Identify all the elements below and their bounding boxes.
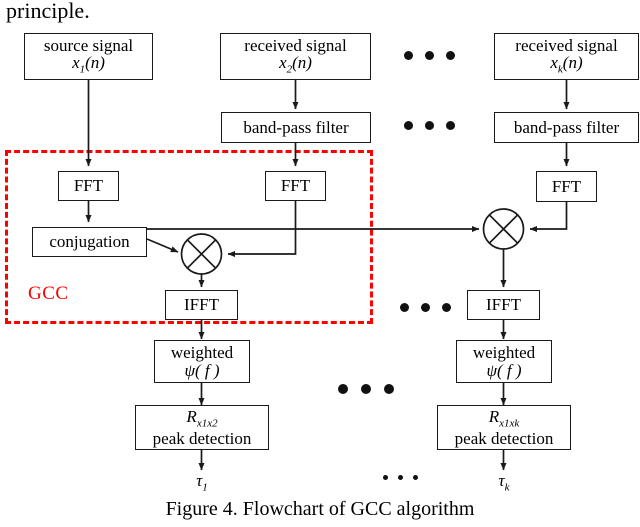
weighting-function-middle: ψ( f ) (184, 360, 220, 380)
band-pass-filter-label-2: band-pass filter (243, 117, 349, 137)
fft-label-left: FFT (73, 176, 104, 196)
lead-text: principle. (6, 0, 90, 23)
gcc-region-dashed-box (5, 150, 373, 324)
weighted-box-right: weighted ψ( f ) (456, 340, 552, 383)
ifft-box-right: IFFT (467, 290, 540, 320)
gcc-region-label: GCC (28, 283, 69, 304)
weighting-function-right: ψ( f ) (486, 360, 522, 380)
output-tau-1: τ1 (196, 471, 208, 494)
weighted-box-middle: weighted ψ( f ) (154, 340, 250, 383)
ellipsis-output-row (383, 475, 418, 480)
source-signal-box: source signal x1(n) (24, 33, 153, 80)
fft-label-right: FFT (551, 176, 582, 196)
ellipsis-filter-row (404, 121, 455, 130)
weighted-label-right: weighted (472, 342, 536, 362)
received-signal-label-2: received signal (244, 35, 347, 55)
received-signal-variable-k: xk(n) (550, 53, 583, 76)
received-signal-box-k: received signal xk(n) (494, 33, 639, 80)
received-signal-box-2: received signal x2(n) (220, 33, 371, 80)
figure-caption: Figure 4. Flowchart of GCC algorithm (165, 498, 475, 520)
correlation-symbol-middle: Rx1x2 (186, 406, 218, 429)
peak-detection-box-middle: Rx1x2 peak detection (135, 405, 269, 450)
ellipsis-signal-row (404, 51, 455, 60)
source-signal-label: source signal (43, 35, 134, 55)
conjugation-box: conjugation (32, 227, 147, 257)
peak-detection-label-right: peak detection (454, 428, 554, 448)
ellipsis-ifft-row (400, 303, 451, 312)
weighted-label-middle: weighted (170, 342, 234, 362)
ifft-box-middle: IFFT (165, 290, 238, 320)
band-pass-filter-label-k: band-pass filter (513, 117, 620, 137)
peak-detection-box-right: Rx1xk peak detection (437, 405, 571, 450)
received-signal-label-k: received signal (515, 35, 618, 55)
output-tau-k: τk (498, 471, 510, 494)
ifft-label-middle: IFFT (184, 295, 219, 315)
peak-detection-label-middle: peak detection (152, 428, 252, 448)
conjugation-label: conjugation (49, 232, 130, 252)
multiplier-k-glyph (482, 208, 525, 250)
band-pass-filter-box-k: band-pass filter (494, 112, 639, 143)
source-signal-variable: x1(n) (72, 53, 105, 76)
fft-box-right: FFT (536, 171, 597, 202)
received-signal-variable-2: x2(n) (279, 53, 312, 76)
fft-box-left: FFT (58, 171, 119, 201)
fft-box-middle: FFT (265, 171, 326, 201)
band-pass-filter-box-2: band-pass filter (221, 112, 371, 143)
correlation-symbol-right: Rx1xk (488, 406, 520, 429)
ellipsis-weighted-row (338, 384, 394, 394)
fft-label-middle: FFT (280, 176, 311, 196)
ifft-label-right: IFFT (486, 295, 521, 315)
